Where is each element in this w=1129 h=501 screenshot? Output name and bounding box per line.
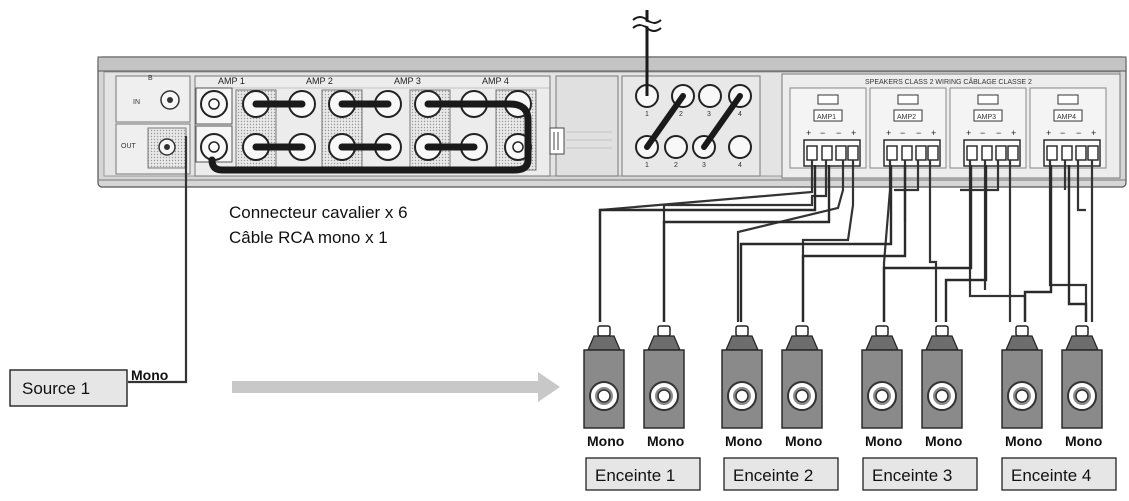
source-channel: Mono (131, 367, 168, 383)
speaker-3-label: Enceinte 3 (872, 466, 952, 485)
terminal-amp1: AMP1 (817, 114, 836, 121)
terminal-amp4: AMP4 (1057, 114, 1076, 121)
out-rca-jack (158, 138, 176, 156)
bridge-cables (644, 93, 743, 150)
bridge-bottom-2: 2 (674, 162, 678, 169)
svg-text:+: + (806, 128, 811, 138)
speaker-cabinet (1061, 325, 1103, 429)
terminal-amp3: AMP3 (977, 114, 996, 121)
svg-text:−: − (900, 128, 905, 138)
svg-text:−: − (980, 128, 985, 138)
terminal-amp-labels: AMP1 AMP2 AMP3 AMP4 (813, 109, 1083, 122)
speaker-cabinet (721, 325, 763, 429)
terminal-screws (806, 145, 1099, 161)
out-label: OUT (121, 143, 137, 150)
speaker-cabinet (861, 325, 903, 429)
svg-text:+: + (966, 128, 971, 138)
svg-text:+: + (1011, 128, 1016, 138)
in-label: IN (133, 99, 140, 106)
bridge-top-3: 3 (707, 111, 711, 118)
svg-text:−: − (916, 128, 921, 138)
svg-text:−: − (1060, 128, 1065, 138)
connector-note-line1: Connecteur cavalier x 6 (229, 203, 408, 222)
bridge-top-1: 1 (645, 111, 649, 118)
speaker-1-label: Enceinte 1 (595, 466, 675, 485)
jumper-connectors (208, 100, 532, 174)
bridge-bottom-1: 1 (645, 162, 649, 169)
svg-text:−: − (996, 128, 1001, 138)
bridge-bottom-4: 4 (738, 162, 742, 169)
connector-note-line2: Câble RCA mono x 1 (229, 228, 388, 247)
amplifier-rear-panel: B IN OUT AMP 1 AMP 2 AMP 3 AMP 4 (97, 10, 1127, 188)
svg-text:−: − (1076, 128, 1081, 138)
svg-text:+: + (931, 128, 936, 138)
incoming-cable (632, 10, 662, 96)
amp2-input-label: AMP 2 (306, 76, 333, 86)
signal-arrow (232, 372, 560, 402)
speaker-cabinet (921, 325, 963, 429)
speaker-units (583, 325, 1103, 429)
speaker-cabinet (583, 325, 625, 429)
amp1-input-label: AMP 1 (218, 76, 245, 86)
source-label: Source 1 (22, 379, 90, 398)
rca-mono-cable (128, 136, 188, 384)
svg-text:+: + (851, 128, 856, 138)
speaker-2-label: Enceinte 2 (733, 466, 813, 485)
in-rca-jack (160, 90, 180, 110)
terminal-amp2: AMP2 (897, 114, 916, 121)
amp4-input-label: AMP 4 (482, 76, 509, 86)
svg-text:+: + (1091, 128, 1096, 138)
speaker-cabinet (1001, 325, 1043, 429)
speaker-4-label: Enceinte 4 (1011, 466, 1091, 485)
svg-text:−: − (836, 128, 841, 138)
dip-switch (549, 127, 565, 155)
bridge-top-2: 2 (679, 111, 683, 118)
terminal-polarity: + − − + + − − + + − − + + − − + (806, 128, 1096, 138)
speaker-3-channel-left: Mono (865, 433, 902, 449)
svg-text:−: − (820, 128, 825, 138)
bridge-bottom-3: 3 (702, 162, 706, 169)
speaker-labels: Mono Mono Mono Mono Mono Mono Mono Mono … (585, 433, 1117, 491)
svg-text:+: + (886, 128, 891, 138)
amp3-input-label: AMP 3 (394, 76, 421, 86)
bridge-top-4: 4 (738, 111, 742, 118)
speaker-header: SPEAKERS CLASS 2 WIRING CÂBLAGE CLASSE 2 (865, 77, 1032, 86)
svg-text:+: + (1046, 128, 1051, 138)
speaker-3-channel-right: Mono (925, 433, 962, 449)
source-box: Source 1 (9, 369, 128, 407)
in-group-label: B (148, 75, 153, 82)
speaker-1-channel-right: Mono (647, 433, 684, 449)
speaker-2-channel-left: Mono (725, 433, 762, 449)
speaker-4-channel-right: Mono (1065, 433, 1102, 449)
speaker-cabinet (643, 325, 685, 429)
speaker-cabinet (781, 325, 823, 429)
speaker-4-channel-left: Mono (1005, 433, 1042, 449)
speaker-wire-routing (598, 165, 1088, 322)
speaker-1-channel-left: Mono (587, 433, 624, 449)
speaker-2-channel-right: Mono (785, 433, 822, 449)
